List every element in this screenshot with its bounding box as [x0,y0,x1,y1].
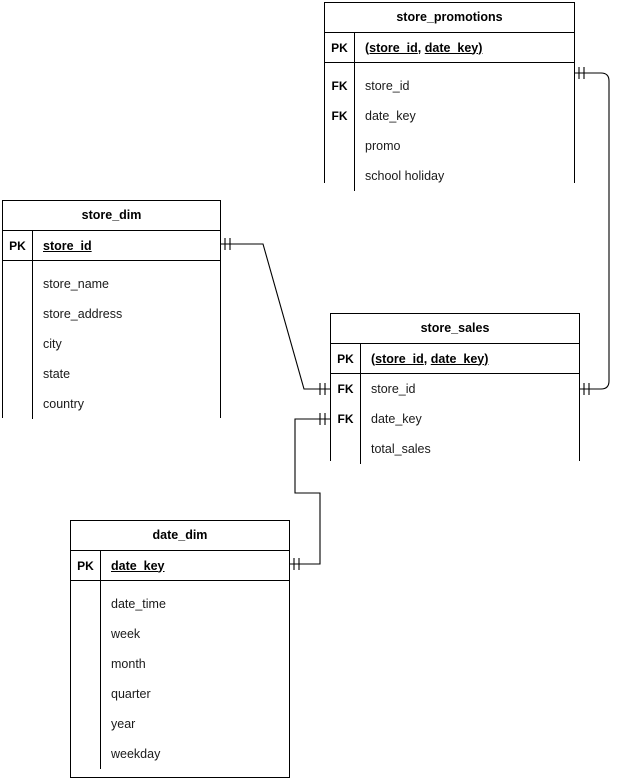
pk-attribute-store-sales: (store_id, date_key) [371,351,489,366]
attribute-name: week [111,627,141,641]
entity-title-store-promotions: store_promotions [325,3,574,33]
pk-attribute-store-promotions: (store_id, date_key) [365,40,483,55]
key-column-store-dim [3,261,33,419]
key-label-fk: FK [331,109,348,123]
entity-store-promotions[interactable]: store_promotions PK (store_id, date_key)… [324,2,575,191]
attribute-name: total_sales [371,442,431,456]
attribute-name: date_key [371,412,422,426]
attribute-row[interactable]: store_name [33,269,220,299]
attribute-row[interactable]: date_key [355,101,574,131]
entity-store-dim[interactable]: store_dim PK store_id store_name store_a… [2,200,221,419]
key-column-store-promotions: FK FK [325,63,355,191]
attribute-name: store_id [365,79,410,93]
entity-store-sales[interactable]: store_sales PK (store_id, date_key) FK F… [330,313,580,464]
connector-store-dim-store-sales [221,238,330,395]
attribute-name: state [43,367,71,381]
pk-attribute-store-dim: store_id [43,238,92,253]
attribute-name: store_id [371,382,416,396]
entity-date-dim[interactable]: date_dim PK date_key date_time week mont… [70,520,290,778]
pk-row-store-dim[interactable]: PK store_id [3,231,220,261]
pk-row-store-promotions[interactable]: PK (store_id, date_key) [325,33,574,63]
key-column-store-sales: FK FK [331,374,361,464]
connector-date-dim-store-sales [290,413,330,570]
attribute-name: month [111,657,146,671]
attribute-block-date-dim: date_time week month quarter year weekda… [71,581,289,769]
attribute-row[interactable]: store_id [355,71,574,101]
attribute-row[interactable]: state [33,359,220,389]
attribute-name: city [43,337,62,351]
entity-title-store-sales: store_sales [331,314,579,344]
attribute-name: date_key [365,109,416,123]
entity-title-store-dim: store_dim [3,201,220,231]
key-label-pk: PK [71,551,101,580]
attribute-row[interactable]: date_key [361,404,579,434]
attribute-name: school holiday [365,169,445,183]
attribute-name: promo [365,139,401,153]
pk-attribute-date-dim: date_key [111,558,165,573]
attribute-block-store-promotions: FK FK store_id date_key promo school hol… [325,63,574,191]
attribute-name: weekday [111,747,161,761]
attribute-row[interactable]: total_sales [361,434,579,464]
attribute-name: quarter [111,687,151,701]
attribute-row[interactable]: store_id [361,374,579,404]
attribute-column-store-promotions: store_id date_key promo school holiday [355,63,574,191]
key-label-fk: FK [331,79,348,93]
connector-store-promotions-store-sales [575,67,610,395]
attribute-block-store-dim: store_name store_address city state coun… [3,261,220,419]
attribute-row[interactable]: promo [355,131,574,161]
attribute-row[interactable]: week [101,619,289,649]
attribute-row[interactable]: weekday [101,739,289,769]
key-label-pk: PK [325,33,355,62]
attribute-block-store-sales: FK FK store_id date_key total_sales [331,374,579,464]
pk-row-store-sales[interactable]: PK (store_id, date_key) [331,344,579,374]
attribute-row[interactable]: quarter [101,679,289,709]
attribute-row[interactable]: month [101,649,289,679]
attribute-column-date-dim: date_time week month quarter year weekda… [101,581,289,769]
key-label-fk: FK [337,412,354,426]
attribute-name: year [111,717,136,731]
attribute-row[interactable]: year [101,709,289,739]
attribute-column-store-dim: store_name store_address city state coun… [33,261,220,419]
attribute-column-store-sales: store_id date_key total_sales [361,374,579,464]
attribute-name: store_address [43,307,123,321]
key-label-fk: FK [337,382,354,396]
attribute-row[interactable]: city [33,329,220,359]
attribute-row[interactable]: school holiday [355,161,574,191]
key-label-pk: PK [331,344,361,373]
attribute-row[interactable]: country [33,389,220,419]
attribute-row[interactable]: date_time [101,589,289,619]
attribute-name: date_time [111,597,166,611]
attribute-row[interactable]: store_address [33,299,220,329]
attribute-name: country [43,397,84,411]
attribute-name: store_name [43,277,110,291]
key-label-pk: PK [3,231,33,260]
key-column-date-dim [71,581,101,769]
entity-title-date-dim: date_dim [71,521,289,551]
pk-row-date-dim[interactable]: PK date_key [71,551,289,581]
